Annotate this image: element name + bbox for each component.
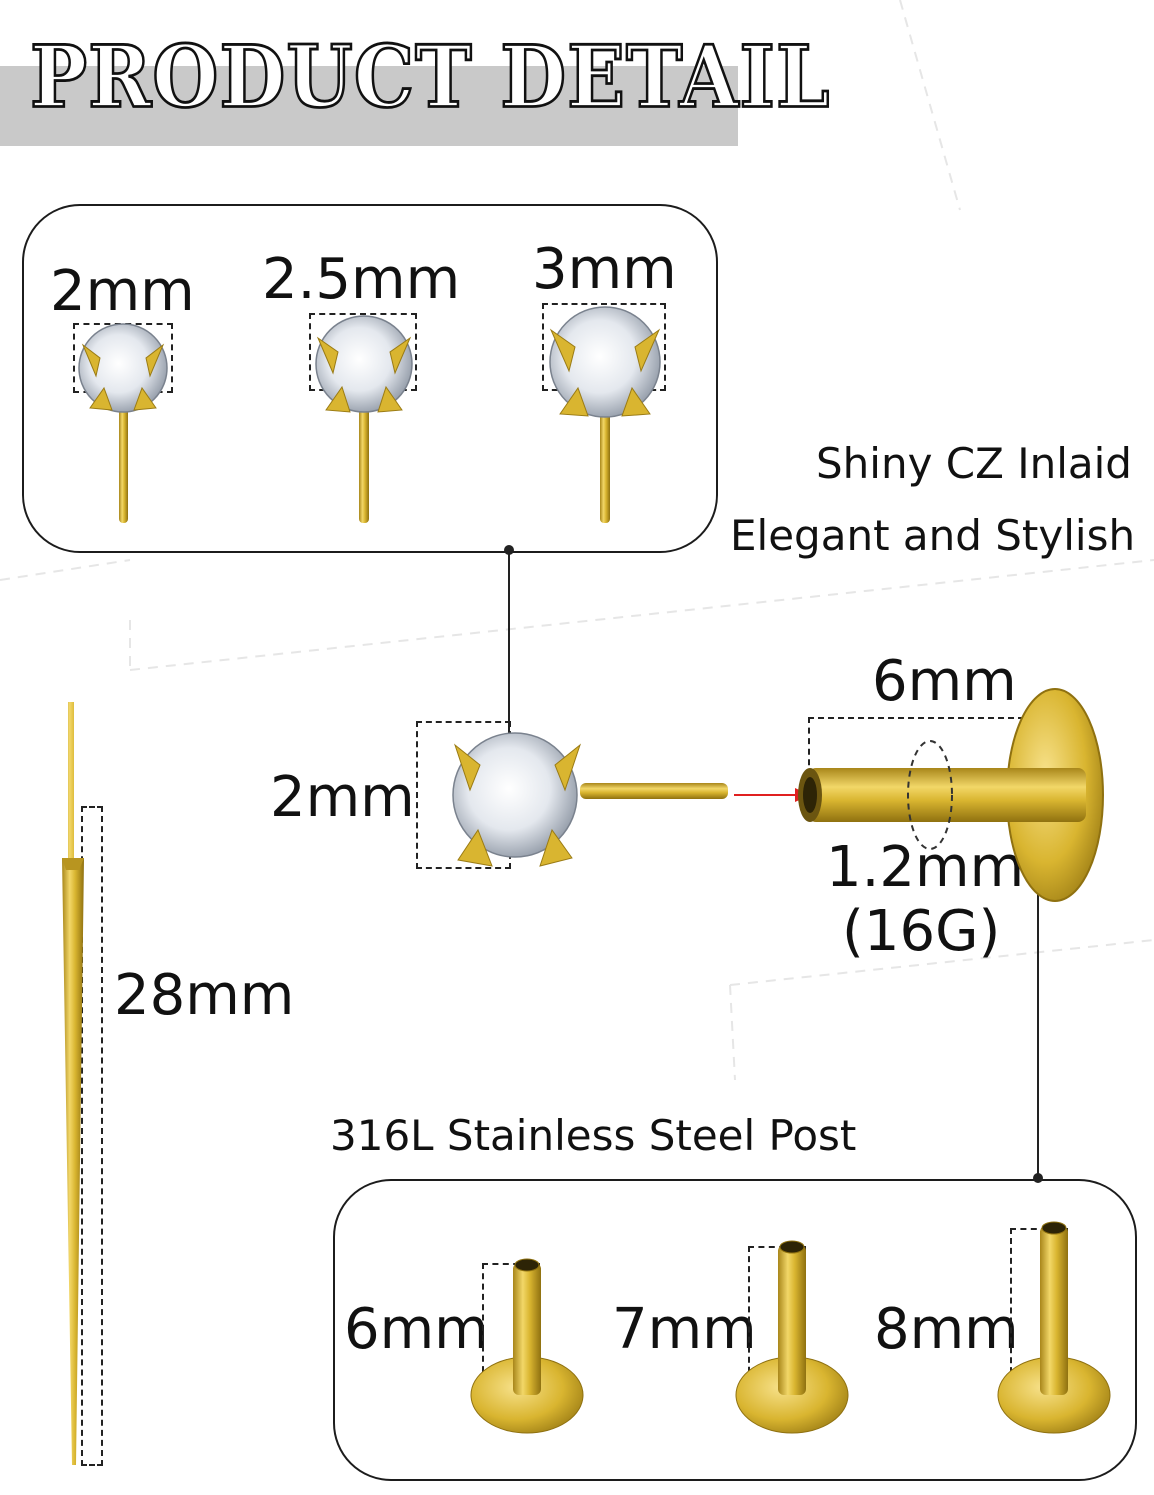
post-6mm bbox=[470, 1258, 584, 1434]
header-band bbox=[0, 66, 738, 146]
gem-size-label-2mm: 2mm bbox=[50, 259, 195, 324]
post-7mm bbox=[735, 1240, 849, 1434]
gem-size-label-3mm: 3mm bbox=[532, 237, 677, 302]
pin-length-frame bbox=[81, 806, 103, 1466]
post-length-frame bbox=[808, 717, 1064, 797]
main-gem-size-label: 2mm bbox=[270, 765, 415, 830]
gem-sizes-box bbox=[22, 204, 718, 553]
feature-line-1: Shiny CZ Inlaid bbox=[816, 439, 1132, 488]
gem-stud-3mm bbox=[549, 306, 661, 523]
gem-stud-2-5mm bbox=[315, 315, 413, 523]
page-title: PRODUCT DETAIL bbox=[29, 26, 831, 128]
post-size-label-8mm: 8mm bbox=[874, 1297, 1019, 1362]
main-gem-stud bbox=[452, 732, 728, 867]
post-8mm bbox=[997, 1221, 1111, 1434]
main-labret-post bbox=[798, 688, 1104, 902]
post-length-label: 6mm bbox=[872, 649, 1017, 714]
post-section-title: 316L Stainless Steel Post bbox=[330, 1111, 857, 1160]
post-size-label-6mm: 6mm bbox=[344, 1297, 489, 1362]
gem-size-label-2-5mm: 2.5mm bbox=[262, 247, 461, 312]
post-sizes-box bbox=[333, 1179, 1137, 1481]
gauge-label: (16G) bbox=[842, 899, 1001, 964]
pin-length-label: 28mm bbox=[114, 963, 295, 1028]
gem-stud-2mm bbox=[78, 323, 168, 523]
post-size-label-7mm: 7mm bbox=[612, 1297, 757, 1362]
feature-line-2: Elegant and Stylish bbox=[730, 511, 1136, 560]
taper-pin bbox=[62, 702, 84, 1465]
